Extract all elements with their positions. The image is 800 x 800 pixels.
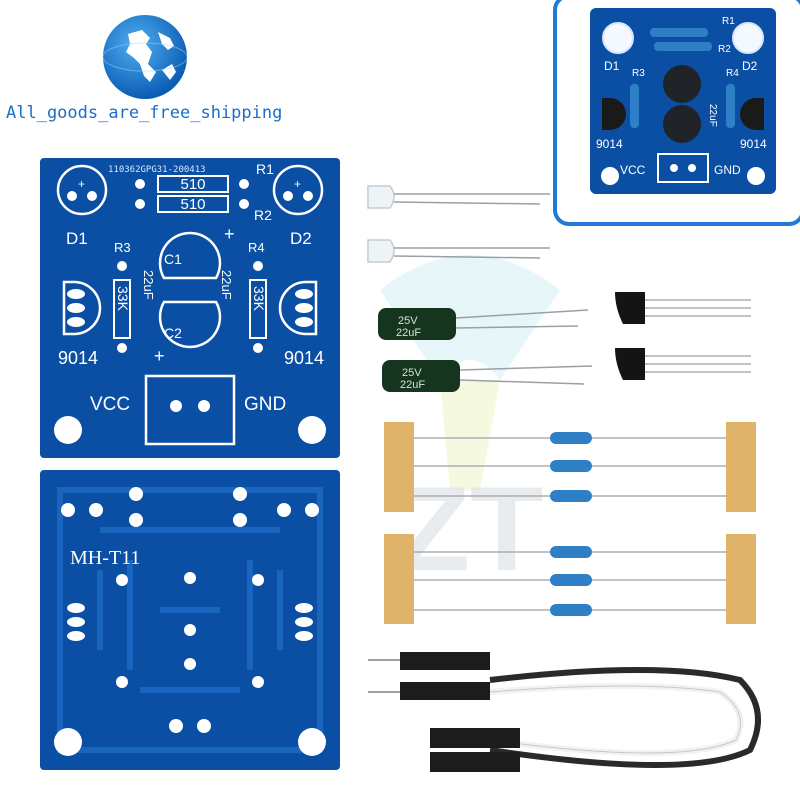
pcb-gnd-label: GND — [244, 394, 286, 415]
asm-r1-label: R1 — [722, 16, 735, 27]
pcb-c1-plus: + — [224, 224, 235, 244]
asm-gnd-label: GND — [714, 163, 741, 177]
globe-logo-icon — [102, 15, 188, 99]
pcb-r3-value: 33K — [115, 286, 131, 312]
pcb-r1-label: R1 — [256, 161, 274, 177]
asm-d1-label: D1 — [604, 59, 620, 73]
pcb-r3-label: R3 — [114, 240, 131, 255]
transistor-components — [615, 292, 751, 380]
pcb-d1-plus: + — [78, 177, 85, 191]
pcb-r2-label: R2 — [254, 207, 272, 223]
asm-q1-label: 9014 — [596, 137, 623, 151]
watermark-text: ZT — [397, 462, 544, 596]
pcb-r4-label: R4 — [248, 240, 265, 255]
pcb-r1-value: 510 — [180, 176, 205, 193]
pcb-c2-plus: + — [154, 346, 165, 366]
pcb-q2-label: 9014 — [284, 348, 324, 368]
pcb-vcc-label: VCC — [90, 394, 130, 415]
cap1-voltage: 25V — [398, 315, 418, 327]
asm-r3-label: R3 — [632, 68, 645, 79]
asm-r4-label: R4 — [726, 68, 739, 79]
cap2-value: 22uF — [400, 379, 425, 391]
assembled-board: D1 D2 R1 R2 R3 R4 22uF 9014 9014 VCC GND — [590, 8, 776, 194]
asm-vcc-label: VCC — [620, 163, 646, 177]
pcb-r2-value: 510 — [180, 196, 205, 213]
cap2-voltage: 25V — [402, 367, 422, 379]
asm-r2-label: R2 — [718, 44, 731, 55]
pcb-q1-label: 9014 — [58, 348, 98, 368]
pcb-back-label: MH-T11 — [70, 547, 140, 569]
pcb-d2-plus: + — [294, 177, 301, 191]
pcb-d2-label: D2 — [290, 229, 312, 248]
cap1-value: 22uF — [396, 327, 421, 339]
pcb-c2-value: 22uF — [219, 270, 234, 300]
asm-d2-label: D2 — [742, 59, 758, 73]
pcb-code: 110362GPG31-200413 — [108, 165, 206, 175]
resistor-components — [384, 422, 756, 624]
pcb-front: 110362GPG31-200413 R1 510 510 R2 + + D1 … — [40, 158, 340, 458]
pcb-c1-label: C1 — [164, 251, 182, 267]
capacitor-components: 25V 22uF 25V 22uF — [378, 308, 593, 392]
pcb-r4-value: 33K — [251, 286, 267, 312]
brand-tagline: All_goods_are_free_shipping — [6, 103, 283, 123]
asm-c-value: 22uF — [707, 104, 718, 127]
led-components — [367, 185, 550, 263]
pcb-c1-value: 22uF — [141, 270, 156, 300]
asm-q2-label: 9014 — [740, 137, 767, 151]
pcb-c2-label: C2 — [164, 325, 182, 341]
jumper-wire-components — [368, 652, 761, 772]
pcb-d1-label: D1 — [66, 229, 88, 248]
pcb-back: MH-T11 — [40, 470, 340, 770]
